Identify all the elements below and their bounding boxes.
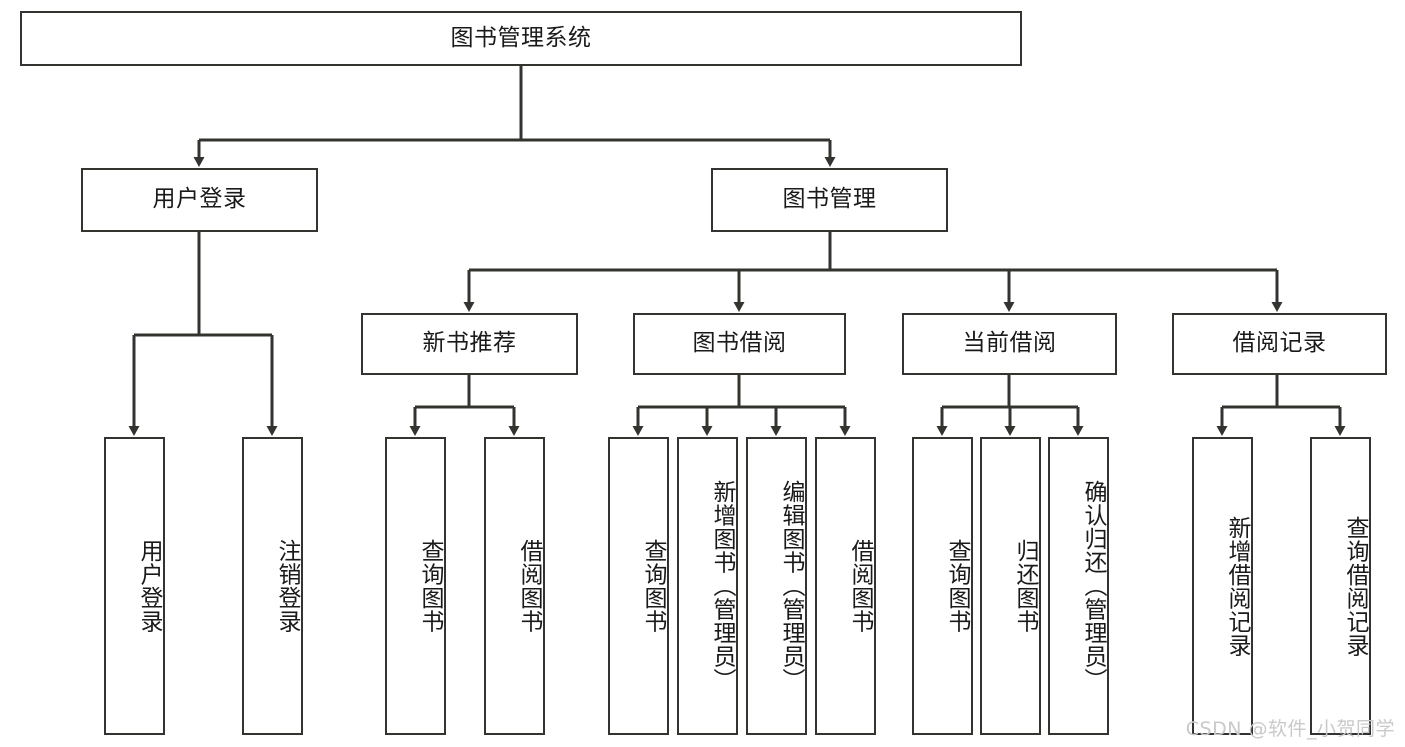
leaf-current-borrow-1[interactable]: 归还图书 [980,437,1041,735]
node-label: 借阅图书 [847,539,873,633]
node-label: 图书管理系统 [450,24,592,51]
leaf-user-login-1[interactable]: 注销登录 [242,437,303,735]
node-label: 确认归还（管理员） [1080,480,1106,692]
node-label: 查询图书 [417,539,443,633]
leaf-new-book-recommend-1[interactable]: 借阅图书 [484,437,545,735]
node-borrow-record[interactable]: 借阅记录 [1172,313,1387,375]
node-current-borrow[interactable]: 当前借阅 [902,313,1117,375]
node-label: 归还图书 [1012,539,1038,633]
node-label: 当前借阅 [962,330,1057,357]
node-user-login[interactable]: 用户登录 [81,168,318,232]
node-label: 查询图书 [640,539,666,633]
node-label: 借阅图书 [516,539,542,633]
leaf-book-borrow-0[interactable]: 查询图书 [608,437,669,735]
node-new-book-recommend[interactable]: 新书推荐 [361,313,578,375]
node-label: 图书借阅 [692,330,787,357]
node-label: 注销登录 [274,539,300,633]
leaf-new-book-recommend-0[interactable]: 查询图书 [385,437,446,735]
leaf-current-borrow-0[interactable]: 查询图书 [912,437,973,735]
leaf-current-borrow-2[interactable]: 确认归还（管理员） [1048,437,1109,735]
node-label: 查询图书 [944,539,970,633]
node-label: 新书推荐 [422,330,517,357]
node-root-system[interactable]: 图书管理系统 [20,11,1022,66]
leaf-book-borrow-1[interactable]: 新增图书（管理员） [677,437,738,735]
node-label: 新增图书（管理员） [709,480,735,692]
node-label: 查询借阅记录 [1342,515,1368,657]
leaf-book-borrow-2[interactable]: 编辑图书（管理员） [746,437,807,735]
node-label: 图书管理 [782,186,877,213]
leaf-book-borrow-3[interactable]: 借阅图书 [815,437,876,735]
node-label: 用户登录 [136,539,162,633]
leaf-borrow-record-1[interactable]: 查询借阅记录 [1310,437,1371,735]
node-label: 新增借阅记录 [1224,515,1250,657]
node-label: 借阅记录 [1232,330,1327,357]
node-book-management[interactable]: 图书管理 [711,168,948,232]
leaf-user-login-0[interactable]: 用户登录 [104,437,165,735]
csdn-watermark: CSDN @软件_小贺同学 [1185,718,1395,740]
leaf-borrow-record-0[interactable]: 新增借阅记录 [1192,437,1253,735]
node-book-borrow[interactable]: 图书借阅 [633,313,846,375]
node-label: 用户登录 [152,186,247,213]
node-label: 编辑图书（管理员） [778,480,804,692]
